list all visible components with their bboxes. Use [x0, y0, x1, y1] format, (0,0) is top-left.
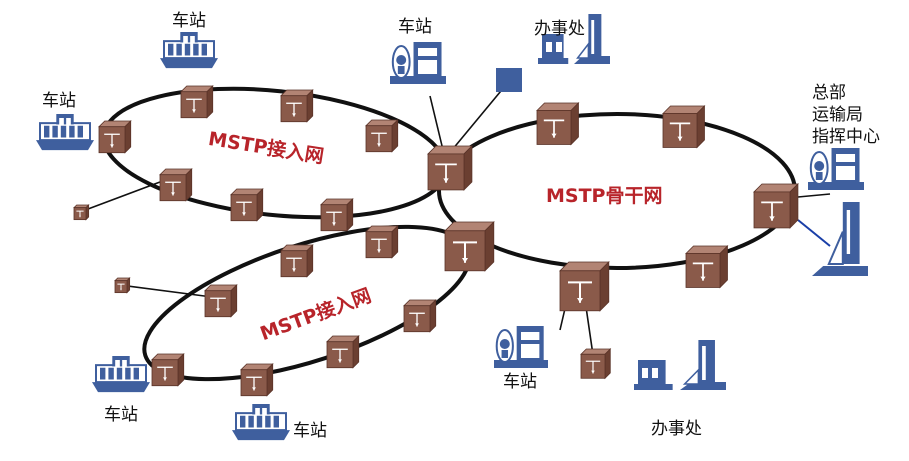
mstp-node-icon: [240, 363, 274, 397]
office-building-icon: [634, 340, 726, 390]
mstp-node-icon: [320, 198, 354, 232]
site-icons: [36, 14, 868, 441]
mstp-node-icon: [536, 102, 580, 146]
train-station-icon: [808, 148, 864, 190]
office-building-icon: [812, 202, 868, 276]
mstp-node-icon: [444, 221, 495, 272]
mstp-node-icon: [230, 188, 264, 222]
mstp-node-icon: [559, 261, 610, 312]
station-label-top-center: 车站: [398, 17, 432, 37]
train-station-icon: [494, 326, 548, 368]
station-label-top-left: 车站: [172, 11, 206, 31]
mstp-node-icon: [98, 120, 132, 154]
train-station-icon: [390, 42, 446, 84]
mstp-node-icon: [580, 348, 612, 380]
mstp-nodes: [73, 85, 799, 397]
station-label-bottom-left: 车站: [104, 405, 138, 425]
office-label-bottom: 办事处: [651, 419, 702, 439]
mstp-node-icon: [662, 105, 706, 149]
mstp-node-icon: [365, 225, 399, 259]
locomotive-building-icon: [36, 114, 94, 151]
mstp-node-icon: [427, 145, 473, 191]
office-server-icon: [496, 68, 522, 92]
mstp-node-icon: [204, 284, 238, 318]
office-building-icon: [538, 14, 610, 64]
locomotive-building-icon: [92, 356, 150, 393]
mstp-node-icon: [73, 204, 90, 221]
office-label-top: 办事处: [534, 19, 585, 39]
mstp-node-icon: [114, 277, 131, 294]
hq-label: 总部 运输局 指挥中心: [812, 83, 880, 147]
station-label-bottom-center: 车站: [503, 372, 537, 392]
mstp-node-icon: [151, 353, 185, 387]
mstp-node-icon: [180, 85, 214, 119]
mstp-node-icon: [403, 299, 437, 333]
mstp-node-icon: [685, 245, 729, 289]
backbone-ring-label: MSTP骨干网: [546, 185, 663, 207]
station-label-left: 车站: [42, 91, 76, 111]
mstp-node-icon: [159, 168, 193, 202]
locomotive-building-icon: [160, 32, 218, 69]
mstp-node-icon: [326, 335, 360, 369]
locomotive-building-icon: [232, 404, 290, 441]
station-label-bottom: 车站: [293, 421, 327, 441]
links: [79, 79, 831, 356]
mstp-node-icon: [753, 183, 799, 229]
mstp-node-icon: [365, 119, 399, 153]
mstp-node-icon: [280, 244, 314, 278]
mstp-node-icon: [280, 89, 314, 123]
